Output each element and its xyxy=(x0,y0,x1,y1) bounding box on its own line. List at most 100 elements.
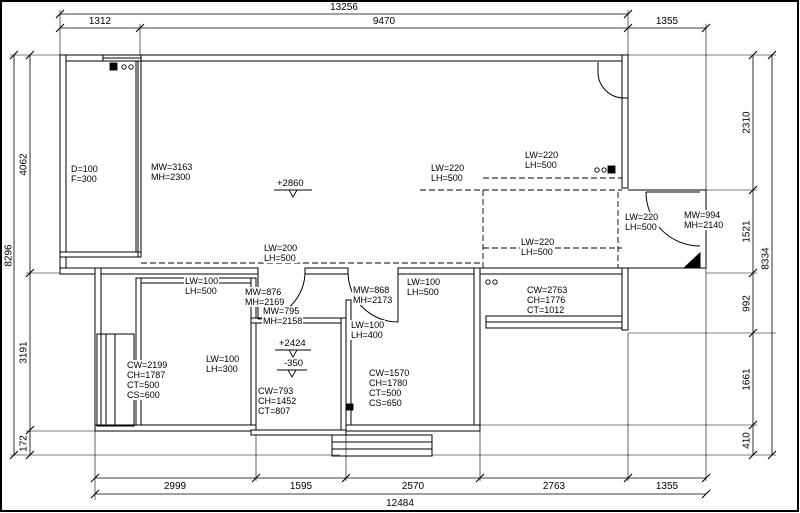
level-bath: +2424 xyxy=(278,338,307,349)
label-line: LW=220 xyxy=(525,150,559,160)
label-line: LW=100 xyxy=(185,276,219,286)
dim-left-overall: 8296 xyxy=(3,244,15,267)
label-door-room2: MW=795 MH=2158 xyxy=(262,306,304,326)
label-window-main: MW=3163 MH=2300 xyxy=(150,162,194,182)
dashed-beam-lines xyxy=(141,177,622,268)
doors xyxy=(257,62,707,323)
label-line: LH=500 xyxy=(625,222,657,232)
label-line: CT=500 xyxy=(369,388,402,398)
dim-right-seg: 1521 xyxy=(741,220,753,243)
label-line: LW=220 xyxy=(625,212,659,222)
label-line: LH=500 xyxy=(521,247,553,257)
dim-left-seg: 3191 xyxy=(18,341,30,364)
label-beam-room2: LW=100 LH=400 xyxy=(350,320,386,340)
label-line: CH=1787 xyxy=(127,370,166,380)
label-line: LW=100 xyxy=(206,354,240,364)
dim-bottom-seg: 2763 xyxy=(542,481,566,492)
label-line: CW=2763 xyxy=(527,285,568,295)
label-line: LW=100 xyxy=(407,277,441,287)
electrical-symbols xyxy=(109,62,616,411)
dim-bottom-seg: 1595 xyxy=(289,481,313,492)
dimension-lines xyxy=(9,9,777,500)
label-line: LH=300 xyxy=(206,364,238,374)
label-line: CS=650 xyxy=(369,398,402,408)
label-line: LH=500 xyxy=(185,286,217,296)
label-window-room2: CW=793 CH=1452 CT=807 xyxy=(257,386,298,416)
label-window-room1: CW=2199 CH=1787 CT=500 CS=600 xyxy=(126,360,169,400)
label-beam-top-a: LW=220 LH=500 xyxy=(430,163,466,183)
dim-bottom-seg: 2570 xyxy=(401,481,425,492)
label-line: LH=500 xyxy=(431,173,463,183)
label-line: LW=220 xyxy=(431,163,465,173)
label-beam-right-b: LW=220 LH=500 xyxy=(624,212,660,232)
label-line: MW=994 xyxy=(684,210,721,220)
label-line: CT=807 xyxy=(258,406,291,416)
label-line: CH=1780 xyxy=(369,378,408,388)
label-line: CH=1776 xyxy=(527,295,566,305)
label-beam-top-b: LW=220 LH=500 xyxy=(524,150,560,170)
dim-bottom-overall: 12484 xyxy=(386,498,414,509)
label-line: LH=500 xyxy=(264,253,296,263)
label-window-room3: CW=1570 CH=1780 CT=500 CS=650 xyxy=(368,368,411,408)
label-line: F=300 xyxy=(71,174,97,184)
label-line: MH=2173 xyxy=(353,295,393,305)
label-line: LW=100 xyxy=(351,320,385,330)
dim-right-seg: 1661 xyxy=(741,368,753,391)
label-window-balcony: CW=2763 CH=1776 CT=1012 xyxy=(526,285,569,315)
label-beam-right-a: LW=220 LH=500 xyxy=(520,237,556,257)
entry-door-arc xyxy=(645,191,701,247)
label-beam-room1b: LW=100 LH=300 xyxy=(205,354,241,374)
label-line: D=100 xyxy=(71,164,98,174)
label-line: LW=220 xyxy=(521,237,555,247)
label-beam-room1: LW=100 LH=500 xyxy=(184,276,220,296)
dimension-ticks xyxy=(9,9,777,499)
label-line: MH=2169 xyxy=(245,297,285,307)
level-living: +2860 xyxy=(276,178,305,189)
label-line: MW=3163 xyxy=(151,162,193,172)
dim-bottom-seg: 1355 xyxy=(655,481,679,492)
dim-top-overall: 13256 xyxy=(330,2,358,13)
label-line: MW=868 xyxy=(353,285,390,295)
extension-lines xyxy=(10,10,776,500)
label-line: LW=200 xyxy=(264,243,298,253)
label-line: CW=1570 xyxy=(369,368,410,378)
level-bath-drop: -350 xyxy=(283,358,305,369)
label-line: MH=2140 xyxy=(684,220,724,230)
label-line: MW=876 xyxy=(245,287,282,297)
dim-left-seg: 4062 xyxy=(18,153,30,176)
label-line: MH=2158 xyxy=(263,316,303,326)
label-line: LH=500 xyxy=(407,287,439,297)
dim-right-seg: 410 xyxy=(741,432,753,449)
corner-arc xyxy=(597,62,628,99)
dim-top-seg: 1312 xyxy=(88,16,112,27)
label-beam-mid: LW=200 LH=500 xyxy=(263,243,299,263)
label-door-room3: MW=868 MH=2173 xyxy=(352,285,394,305)
label-line: LH=400 xyxy=(351,330,383,340)
label-beam-room3: LW=100 LH=500 xyxy=(406,277,442,297)
dim-top-seg: 9470 xyxy=(372,16,396,27)
label-line: MH=2300 xyxy=(151,172,191,182)
dim-top-seg: 1355 xyxy=(655,16,679,27)
label-line: CH=1452 xyxy=(258,396,297,406)
window-symbols xyxy=(96,55,623,457)
dim-bottom-seg: 2999 xyxy=(163,481,187,492)
label-door-room1: MW=876 MH=2169 xyxy=(244,287,286,307)
label-line: MW=795 xyxy=(263,306,300,316)
label-line: CT=1012 xyxy=(527,305,565,315)
label-closet-door: D=100 F=300 xyxy=(70,164,99,184)
dim-right-overall: 8334 xyxy=(760,247,772,270)
label-line: CT=500 xyxy=(127,380,160,390)
entry-threshold-wedge xyxy=(682,251,701,269)
dim-left-seg: 172 xyxy=(18,435,30,452)
door-arc xyxy=(347,271,399,323)
dim-right-seg: 2310 xyxy=(741,111,753,134)
dim-right-seg: 992 xyxy=(741,295,753,312)
label-line: CW=793 xyxy=(258,386,294,396)
label-entry-door: MW=994 MH=2140 xyxy=(683,210,725,230)
label-line: CW=2199 xyxy=(127,360,168,370)
level-marker-symbols xyxy=(274,189,312,378)
label-line: LH=500 xyxy=(525,160,557,170)
